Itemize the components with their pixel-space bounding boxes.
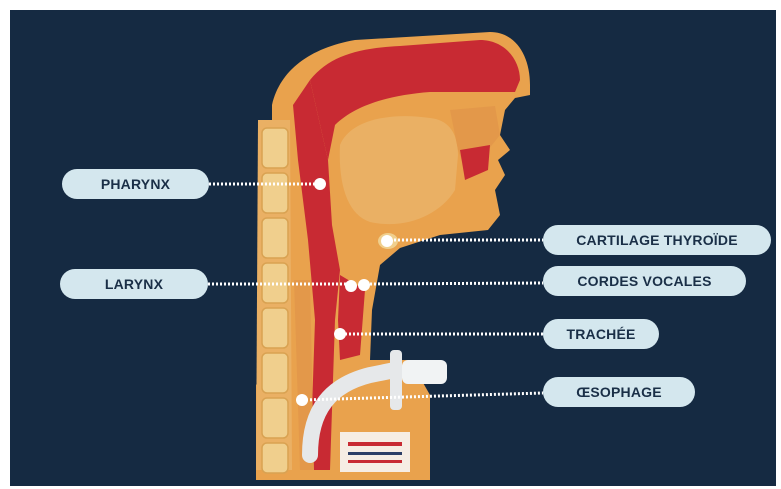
vertebra bbox=[262, 353, 288, 393]
marker-larynx bbox=[345, 280, 357, 292]
leader-cordes bbox=[366, 283, 543, 284]
vertebra bbox=[262, 218, 288, 258]
label-trachee: TRACHÉE bbox=[543, 319, 659, 349]
marker-trachee bbox=[334, 328, 346, 340]
vertebra bbox=[262, 128, 288, 168]
label-cordes-vocales: CORDES VOCALES bbox=[543, 266, 746, 296]
tube-connector bbox=[402, 360, 447, 384]
label-oesophage: ŒSOPHAGE bbox=[543, 377, 695, 407]
marker-cartilage bbox=[381, 235, 393, 247]
marker-cordes bbox=[358, 279, 370, 291]
label-pharynx: PHARYNX bbox=[62, 169, 209, 199]
vertebra bbox=[262, 443, 288, 473]
tube-flange bbox=[390, 350, 402, 410]
diagram-frame: PHARYNX LARYNX CARTILAGE THYROÏDE CORDES… bbox=[10, 10, 776, 486]
vertebra bbox=[262, 398, 288, 438]
marker-pharynx bbox=[314, 178, 326, 190]
label-cartilage-thyroide: CARTILAGE THYROÏDE bbox=[543, 225, 771, 255]
marker-oesophage bbox=[296, 394, 308, 406]
label-larynx: LARYNX bbox=[60, 269, 208, 299]
vertebra bbox=[262, 173, 288, 213]
vertebra bbox=[262, 308, 288, 348]
